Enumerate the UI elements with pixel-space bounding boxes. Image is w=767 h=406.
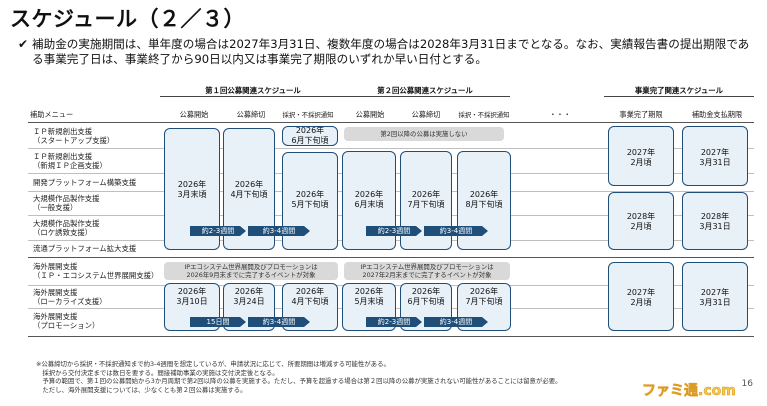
row-label: 開発プラットフォーム構築支援 <box>33 178 137 187</box>
footnotes: ※公募締切から採択・不採択通知まで約3-4週間を想定しているが、申請状況に応じて… <box>36 360 736 394</box>
band-round1-line <box>160 96 342 97</box>
overseas2-close-date: 2026年 6月下旬頃 <box>407 287 445 306</box>
round1-open-date: 2026年 3月末頃 <box>177 180 207 199</box>
lead-text: ✔ 補助金の実施期間は、単年度の場合は2027年3月31日、複数年度の場合は20… <box>18 37 752 67</box>
duration-arrow: 約2-3週間 <box>190 226 246 236</box>
duration-arrow: 約3-4週間 <box>248 317 310 327</box>
duration-arrow: 約2-3週間 <box>366 226 422 236</box>
col-close-1: 公募締切 <box>236 110 266 119</box>
col-notify-2: 採択・不採択通知 <box>458 111 510 119</box>
grant-deadline-box-b <box>682 192 748 250</box>
duration-arrow: 約3-4週間 <box>424 226 488 236</box>
row-label: 海外展開支援（プロモーション） <box>33 312 100 330</box>
col-deadline: 事業完了期限 <box>619 110 663 119</box>
duration-arrow: 約3-4週間 <box>248 226 310 236</box>
grant-deadline-date-c: 2027年 3月31日 <box>699 288 731 307</box>
grant-deadline-date-a: 2027年 3月31日 <box>699 148 731 167</box>
round1-notify-date: 2026年 5月下旬頃 <box>291 190 329 209</box>
row-label: 海外展開支援（ＩＰ・エコシステム世界展開支援） <box>33 262 159 280</box>
deadline-box-a <box>608 126 674 186</box>
round2-close-date: 2026年 7月下旬頃 <box>407 190 445 209</box>
col-open-1: 公募開始 <box>179 110 209 119</box>
grant-deadline-date-b: 2028年 3月31日 <box>699 212 731 231</box>
duration-arrow: 約3-4週間 <box>424 317 488 327</box>
overseas-notify-date: 2026年 4月下旬頃 <box>291 287 329 306</box>
svg-text:ファミ通.com: ファミ通.com <box>642 383 736 399</box>
round2-notify-date: 2026年 8月下旬頃 <box>465 190 503 209</box>
deadline-date-b: 2028年 2月頃 <box>626 212 656 231</box>
no-second-round-note: 第2回以降の公募は実施しない <box>344 127 504 141</box>
row-label: ＩＰ新規創出支援（スタートアップ支援） <box>33 127 115 145</box>
check-icon: ✔ <box>18 37 29 51</box>
footnote-line: ※公募締切から採択・不採択通知まで約3-4週間を想定しているが、申請状況に応じて… <box>36 360 390 368</box>
overseas2-notify-date: 2026年 7月下旬頃 <box>465 287 503 306</box>
col-dots: ・・・ <box>549 110 571 119</box>
overseas-open-date: 2026年 3月10日 <box>176 287 208 306</box>
row-label: 海外展開支援（ローカライズ支援） <box>33 288 107 306</box>
footnote-line: ただし、海外展開支援については、少なくとも第２回公募は実施する。 <box>36 385 247 394</box>
band-completion: 事業完了関連スケジュール <box>634 86 724 95</box>
lead-body: 補助金の実施期間は、単年度の場合は2027年3月31日、複数年度の場合は2028… <box>32 37 750 66</box>
round1-close-date: 2026年 4月下旬頃 <box>230 180 268 199</box>
overseas2-open-date: 2026年 5月末頃 <box>354 287 384 306</box>
col-grant-deadline: 補助金支払期限 <box>691 110 743 119</box>
round1-notify-first-date: 2026年 6月下旬頃 <box>291 126 329 145</box>
col-open-2: 公募開始 <box>355 110 385 119</box>
table-bottom-rule <box>28 336 754 337</box>
page-title: スケジュール（２／３） <box>10 7 246 31</box>
deadline-date-a: 2027年 2月頃 <box>626 148 656 167</box>
col-notify-1: 採択・不採択通知 <box>282 111 334 119</box>
deadline-date-c: 2027年 2月頃 <box>626 288 656 307</box>
col-close-2: 公募締切 <box>411 110 441 119</box>
deadline-box-c <box>608 262 674 331</box>
row-label: 大規模作品製作支援（一般支援） <box>33 194 100 212</box>
band-round2-line <box>340 96 510 97</box>
row-label: ＩＰ新規創出支援（新規ＩＰ企画支援） <box>33 152 107 170</box>
duration-arrow: 15日間 <box>190 317 246 327</box>
overseas-close-date: 2026年 3月24日 <box>233 287 265 306</box>
duration-arrow: 約2-3週間 <box>366 317 422 327</box>
round2-open-date: 2026年 6月末頃 <box>354 190 384 209</box>
band-round2: 第２回公募関連スケジュール <box>377 86 473 95</box>
footnote-line: 予算の範囲で、第１回の公募開始から3か月周期で第2回以降の公募を実施する。ただし… <box>36 377 562 386</box>
round1-notify-first-box <box>282 126 338 146</box>
header-rule <box>28 122 754 123</box>
row-label: 大規模作品製作支援（ロケ誘致支援） <box>33 219 100 237</box>
deadline-box-b <box>608 192 674 250</box>
band-completion-line <box>604 96 754 97</box>
grant-deadline-box-a <box>682 126 748 186</box>
watermark-logo: ファミ通.com <box>642 383 736 400</box>
grant-deadline-box-c <box>682 262 748 331</box>
page-number: 16 <box>741 379 753 389</box>
group-divider <box>28 257 754 258</box>
footnote-line: 採択から交付決定までは数日を要する。間接補助事業の実施は交付決定後となる。 <box>36 368 279 377</box>
menu-column-header: 補助メニュー <box>30 110 74 119</box>
row-label: 流通プラットフォーム拡大支援 <box>33 244 137 253</box>
band-round1: 第１回公募関連スケジュール <box>205 86 301 95</box>
overseas-round1-note: IPエコシステム世界展開及びプロモーションは 2026年9月末までに完了するイベ… <box>164 262 338 280</box>
overseas-round2-note: IPエコシステム世界展開及びプロモーションは 2027年2月末までに完了するイベ… <box>344 262 510 280</box>
row-divider <box>28 148 754 149</box>
